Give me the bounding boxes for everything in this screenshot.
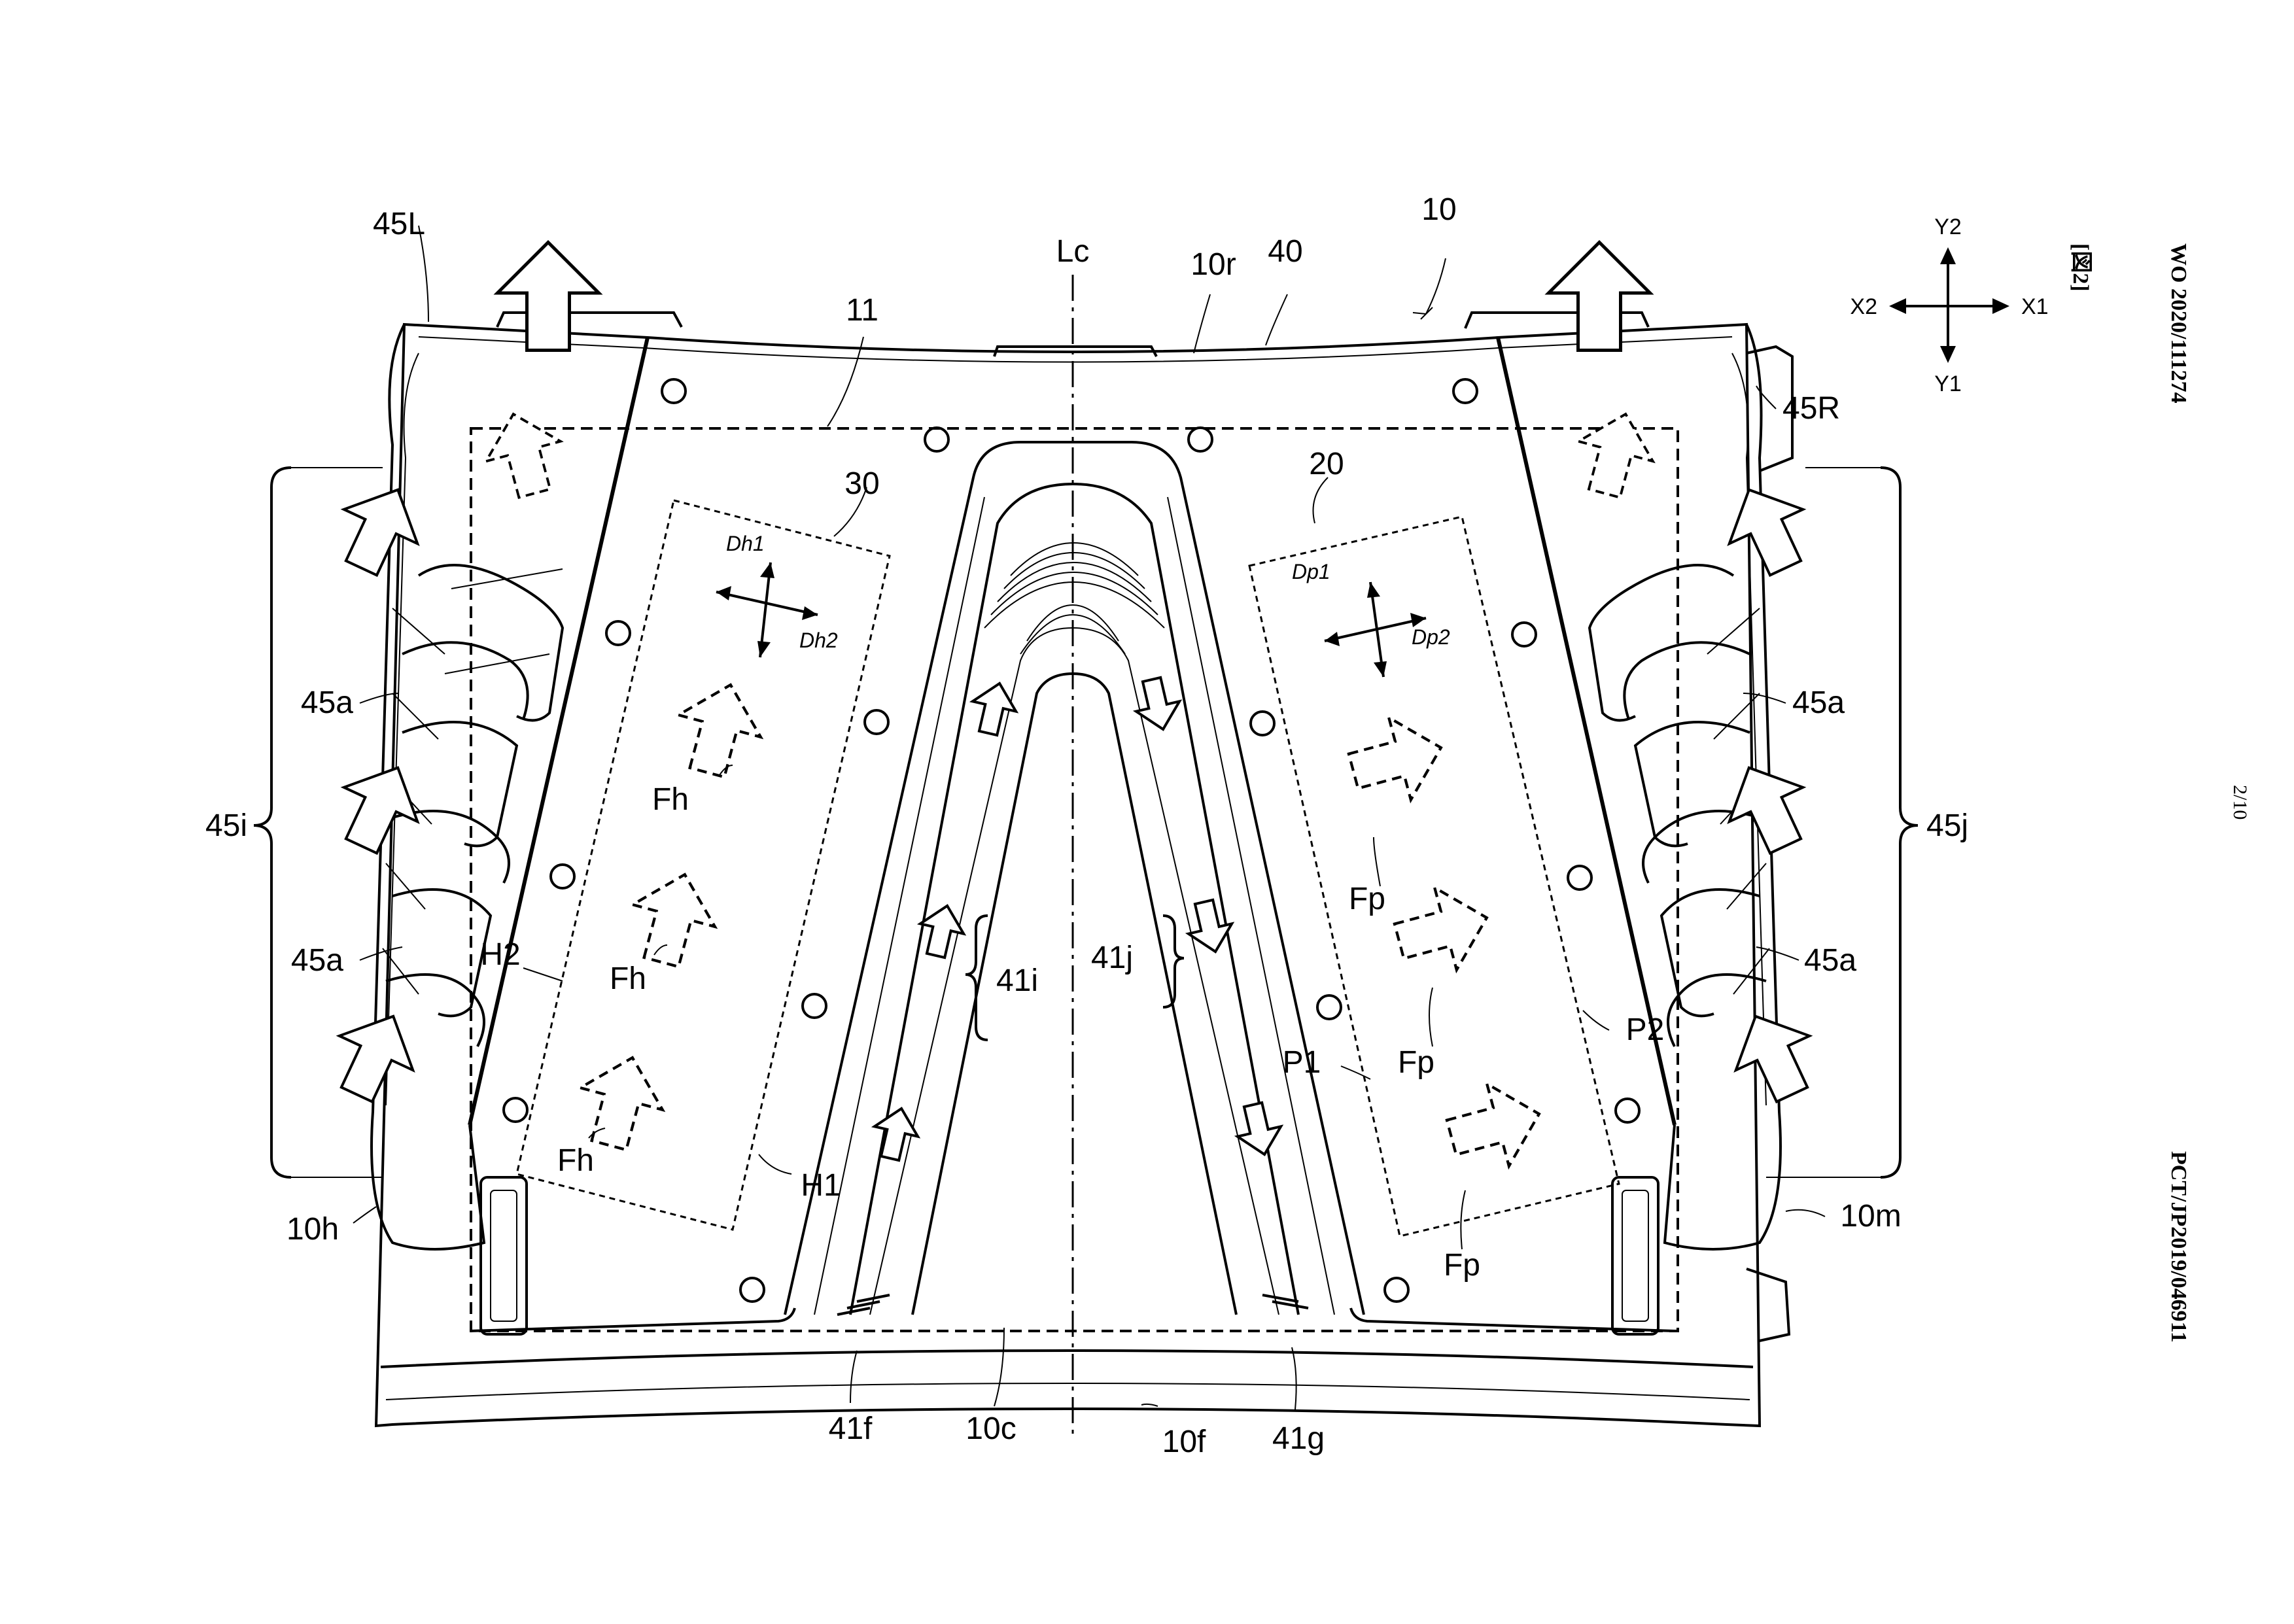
axis-label-x1: X1 bbox=[2021, 294, 2049, 319]
axis-label-y2: Y2 bbox=[1934, 215, 1962, 239]
publication-number: WO 2020/111274 bbox=[2166, 243, 2191, 404]
left-panel-bottom-edge bbox=[469, 1307, 796, 1332]
label-Lc: Lc bbox=[1056, 234, 1090, 269]
label-40: 40 bbox=[1268, 234, 1302, 269]
upper-left-dashed-arrow bbox=[474, 402, 574, 505]
label-41i: 41i bbox=[996, 963, 1038, 998]
left-side-panel bbox=[319, 324, 650, 1336]
label-45a-right-upper: 45a bbox=[1792, 685, 1845, 720]
label-45R: 45R bbox=[1782, 391, 1840, 426]
region-20 bbox=[1248, 515, 1620, 1237]
label-30: 30 bbox=[844, 466, 879, 501]
figure-label: [図2] bbox=[2068, 243, 2093, 292]
label-45i: 45i bbox=[205, 808, 247, 843]
label-11: 11 bbox=[846, 293, 878, 328]
brace-45j bbox=[1766, 466, 1919, 1179]
label-Fp-3: Fp bbox=[1444, 1248, 1480, 1283]
label-Dp2: Dp2 bbox=[1412, 625, 1450, 649]
label-10m: 10m bbox=[1840, 1199, 1901, 1234]
right-panel-bottom-edge bbox=[1349, 1307, 1675, 1332]
direction-arrows-dp bbox=[1324, 581, 1427, 678]
axis-label-y1: Y1 bbox=[1934, 371, 1962, 396]
mounting-holes bbox=[502, 378, 1641, 1303]
label-45a-left-lower: 45a bbox=[291, 943, 343, 978]
right-side-panel bbox=[1496, 324, 1830, 1336]
direction-arrows-dh bbox=[716, 562, 818, 658]
axis-label-x2: X2 bbox=[1850, 294, 1877, 319]
label-41g: 41g bbox=[1272, 1421, 1325, 1456]
label-Dh2: Dh2 bbox=[799, 629, 838, 652]
label-41f: 41f bbox=[829, 1411, 873, 1446]
housing-outline bbox=[374, 311, 1794, 1428]
label-45a-left-upper: 45a bbox=[301, 685, 353, 720]
label-20: 20 bbox=[1309, 447, 1344, 481]
label-Fh-1: Fh bbox=[652, 782, 689, 817]
label-Dp1: Dp1 bbox=[1292, 560, 1330, 583]
label-H1: H1 bbox=[801, 1168, 841, 1203]
label-Fh-2: Fh bbox=[610, 961, 646, 996]
brace-45i bbox=[253, 466, 383, 1179]
application-number: PCT/JP2019/046911 bbox=[2166, 1151, 2191, 1343]
label-10f: 10f bbox=[1162, 1425, 1206, 1459]
label-10r: 10r bbox=[1190, 247, 1236, 282]
label-10h: 10h bbox=[287, 1212, 339, 1247]
label-10: 10 bbox=[1421, 192, 1456, 227]
label-P1: P1 bbox=[1283, 1045, 1321, 1080]
label-45L: 45L bbox=[373, 207, 425, 241]
brace-41i bbox=[965, 914, 988, 1041]
leader-lines bbox=[353, 225, 1826, 1410]
heater-region-30 bbox=[515, 499, 891, 1231]
upper-right-dashed-arrow bbox=[1565, 402, 1665, 505]
brace-41j bbox=[1162, 914, 1185, 1009]
label-45j: 45j bbox=[1926, 808, 1968, 843]
axes-legend: Y2 Y1 X2 X1 bbox=[1850, 215, 2048, 396]
reference-labels: 10 40 10r Lc 11 45L 45R 30 20 Dh1 Dh2 Dp… bbox=[205, 192, 1968, 1459]
label-41j: 41j bbox=[1091, 941, 1133, 975]
label-P2: P2 bbox=[1626, 1012, 1665, 1047]
label-H2: H2 bbox=[480, 937, 520, 972]
label-45a-right-lower: 45a bbox=[1804, 943, 1856, 978]
label-10c: 10c bbox=[965, 1411, 1016, 1446]
label-Dh1: Dh1 bbox=[726, 532, 765, 555]
region-11 bbox=[470, 427, 1679, 1332]
label-Fp-2: Fp bbox=[1398, 1045, 1434, 1080]
page-indicator: 2/10 bbox=[2229, 785, 2251, 820]
label-Fp-1: Fp bbox=[1349, 882, 1385, 916]
label-Fh-3: Fh bbox=[557, 1143, 594, 1178]
central-duct bbox=[784, 441, 1365, 1316]
